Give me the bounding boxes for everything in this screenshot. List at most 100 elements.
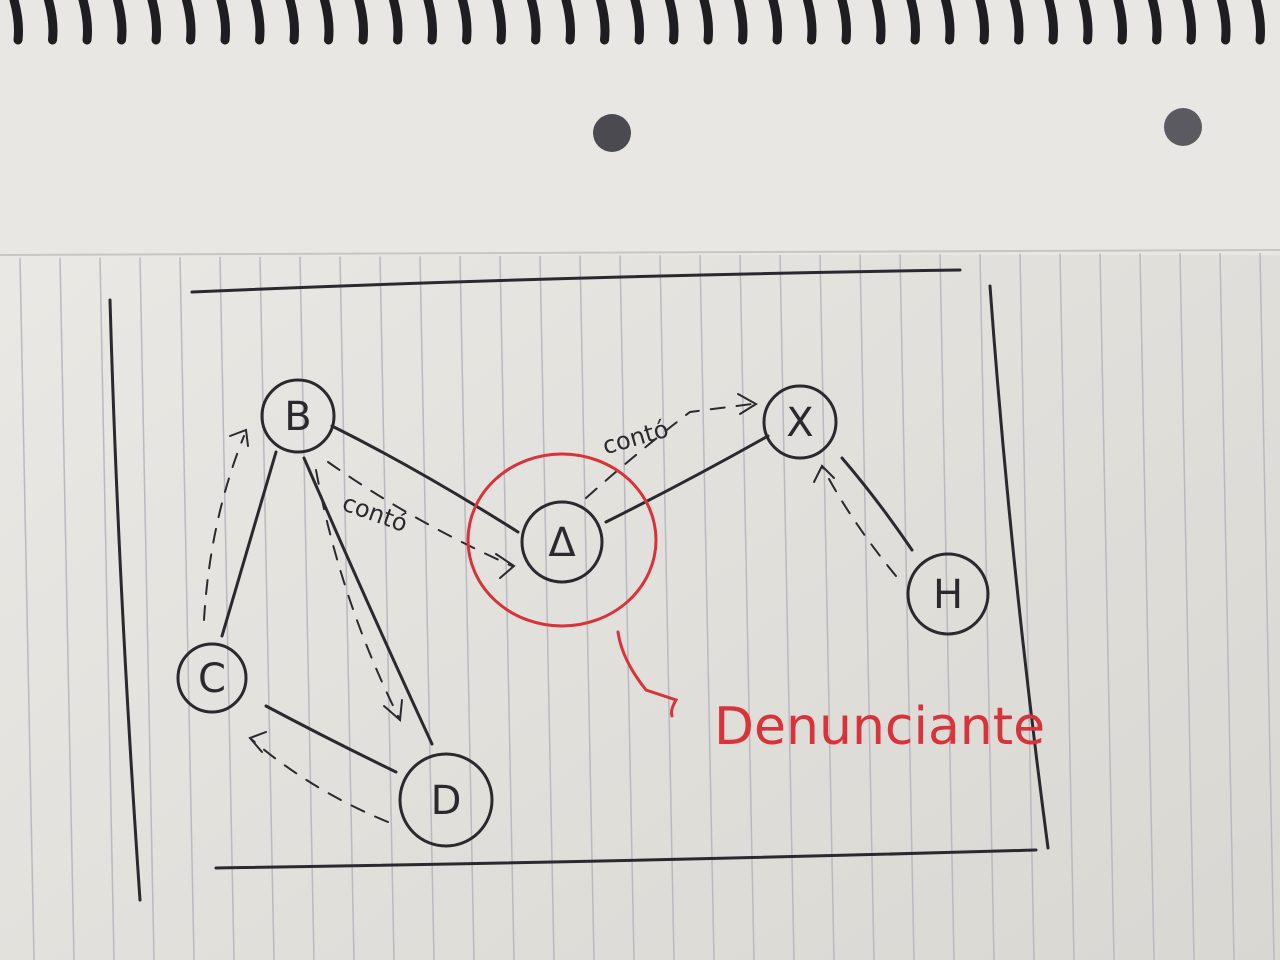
spiral-ring <box>975 0 989 45</box>
ruled-line <box>299 256 315 960</box>
node-circle <box>398 752 494 848</box>
ruled-line <box>579 255 595 960</box>
node-label: B <box>284 394 311 440</box>
ruled-line <box>59 257 75 960</box>
spiral-ring <box>803 0 817 45</box>
spiral-ring <box>837 0 851 45</box>
spiral-ring <box>458 0 472 45</box>
spiral-ring <box>1079 0 1093 45</box>
spiral-ring <box>492 0 506 45</box>
node-circle <box>906 552 990 636</box>
annotation-hook <box>616 630 679 718</box>
arrow-h-x <box>821 465 897 577</box>
spiral-ring <box>906 0 920 45</box>
node-d: D <box>398 752 494 848</box>
edge-b-c <box>220 450 278 638</box>
highlight <box>466 452 679 718</box>
arrow-b-a <box>327 461 513 567</box>
edge-a-x <box>604 434 770 524</box>
ruled-line <box>819 254 835 960</box>
spiral-ring <box>182 0 196 45</box>
spiral-ring <box>251 0 265 45</box>
drawn-frame <box>108 268 1050 902</box>
ruled-line <box>219 257 235 960</box>
spiral-ring <box>941 0 955 45</box>
punch-hole <box>593 114 631 152</box>
highlight-ring <box>466 452 658 628</box>
arrow-b-d <box>315 469 401 721</box>
annotation-label: Denunciante <box>714 697 1045 757</box>
node-b: B <box>260 378 336 454</box>
spiral-ring <box>1182 0 1196 45</box>
ruled-line <box>539 255 555 960</box>
node-label: Δ <box>548 520 576 566</box>
spiral-ring <box>665 0 679 45</box>
spiral-ring <box>44 0 58 45</box>
spiral-ring <box>1113 0 1127 45</box>
spiral-ring <box>596 0 610 45</box>
spiral-ring <box>216 0 230 45</box>
ruled-line <box>1179 253 1195 960</box>
spiral-ring <box>147 0 161 45</box>
node-circle <box>176 642 248 714</box>
node-circle <box>520 500 604 584</box>
ruled-line <box>1139 253 1155 960</box>
node-a: Δ <box>520 500 604 584</box>
ruled-line <box>1059 253 1075 960</box>
ruled-line <box>899 254 915 960</box>
ruled-line <box>19 257 35 960</box>
edge-b-a <box>330 424 520 534</box>
ruled-line <box>939 254 955 960</box>
ruled-line <box>739 255 755 960</box>
ruled-line <box>139 257 155 960</box>
spiral-ring <box>1217 0 1231 45</box>
edge-c-d <box>264 704 398 774</box>
arrow-d-c <box>249 737 389 823</box>
ruled-line <box>99 257 115 960</box>
ruled-line <box>259 256 275 960</box>
node-label: X <box>786 400 813 446</box>
ruled-line <box>339 256 355 960</box>
node-label: C <box>198 656 226 702</box>
spiral-ring <box>9 0 23 45</box>
spiral-ring <box>1010 0 1024 45</box>
node-circle <box>260 378 336 454</box>
ruled-line <box>619 255 635 960</box>
ruled-line <box>859 254 875 960</box>
spiral-ring <box>285 0 299 45</box>
arrow-a-x <box>585 403 753 499</box>
spiral-ring <box>1148 0 1162 45</box>
node-circle <box>762 384 838 460</box>
spiral-ring <box>630 0 644 45</box>
spiral-ring <box>1251 0 1265 45</box>
spiral-ring <box>1044 0 1058 45</box>
node-x: X <box>762 384 838 460</box>
ruled-line <box>379 256 395 960</box>
ruled-line <box>699 255 715 960</box>
arrow-c-b <box>203 435 245 621</box>
node-h: H <box>906 552 990 636</box>
spiral-ring <box>113 0 127 45</box>
spiral-ring <box>872 0 886 45</box>
node-label: D <box>431 778 462 824</box>
ruled-line <box>659 255 675 960</box>
ruled-line <box>779 254 795 960</box>
spiral-ring <box>734 0 748 45</box>
sheet-edge <box>0 249 1280 256</box>
spiral-binding <box>9 0 1265 45</box>
ruled-line <box>1019 253 1035 960</box>
arrowheads <box>229 393 835 753</box>
dashed-arrows <box>203 403 897 823</box>
ruled-lines <box>19 252 1275 960</box>
spiral-ring <box>389 0 403 45</box>
ruled-line <box>459 256 475 960</box>
node-c: C <box>176 642 248 714</box>
ruled-line <box>179 257 195 960</box>
nodes: B C D Δ X H <box>176 378 990 848</box>
ruled-line <box>1099 253 1115 960</box>
node-label: H <box>933 572 963 618</box>
spiral-ring <box>561 0 575 45</box>
spiral-ring <box>768 0 782 45</box>
edge-x-h <box>840 456 914 552</box>
